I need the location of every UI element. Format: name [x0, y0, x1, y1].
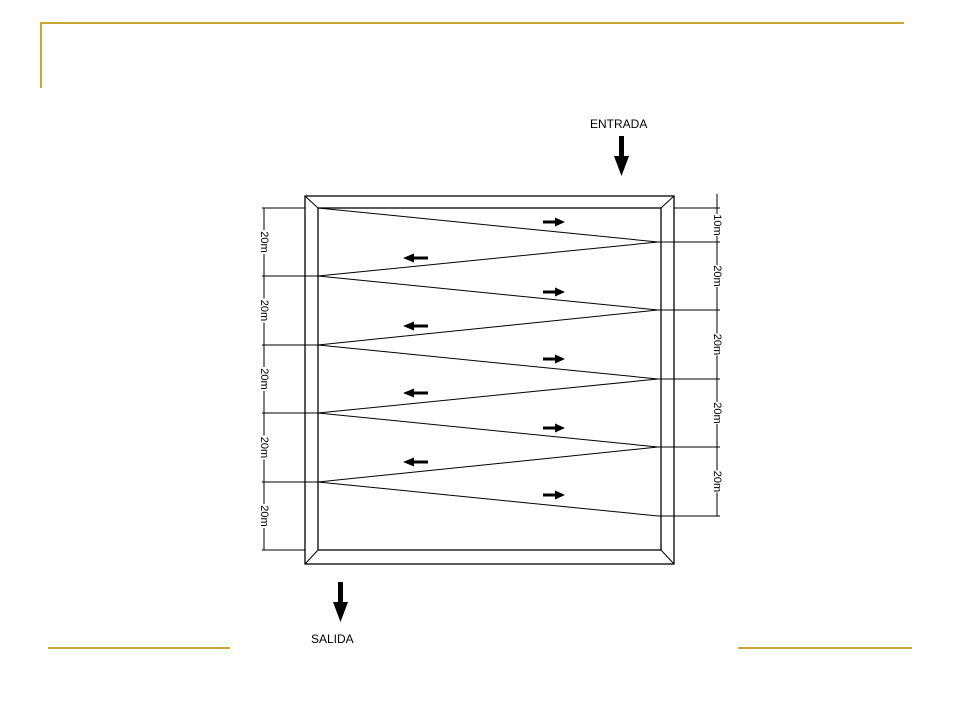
corner-line	[660, 549, 675, 565]
slide-rule-bottom-left	[48, 647, 230, 649]
flow-arrow-icon	[543, 354, 565, 364]
outlet-arrow-icon	[333, 582, 348, 622]
slide-frame-left	[40, 22, 42, 88]
slide-rule-bottom-right	[738, 647, 912, 649]
dimension-label: 20m	[258, 231, 270, 252]
dimension-label: 10m	[711, 214, 723, 235]
dimension-label: 20m	[711, 402, 723, 423]
flow-arrow-icon	[543, 217, 565, 227]
flow-arrow-icon	[403, 457, 428, 467]
flow-arrow-icon	[543, 490, 565, 500]
baffle-line	[317, 344, 659, 380]
left-dimension-chain: 20m 20m 20m 20m 20m	[258, 207, 318, 551]
flow-arrow-icon	[403, 321, 428, 331]
corner-line	[304, 195, 319, 209]
baffle-line	[317, 481, 659, 517]
flow-arrow-icon	[403, 388, 428, 398]
dimension-label: 20m	[711, 471, 723, 492]
dimension-label: 20m	[711, 265, 723, 286]
flow-arrow-icon	[403, 253, 428, 263]
dimension-label: 20m	[258, 505, 270, 526]
baffle-line	[317, 412, 659, 448]
baffle-walls	[317, 207, 659, 517]
dimension-label: 20m	[258, 300, 270, 321]
inlet-arrow-icon	[614, 136, 629, 176]
flow-arrows	[403, 217, 565, 500]
slide-frame-top	[40, 22, 904, 24]
corner-line	[304, 549, 319, 565]
outlet-label: SALIDA	[311, 632, 354, 646]
corner-line	[660, 195, 675, 209]
baffle-line	[317, 275, 659, 311]
right-dimension-chain: 10m 20m 20m 20m 20m	[658, 194, 723, 517]
inlet-label: ENTRADA	[590, 117, 647, 131]
flow-arrow-icon	[543, 287, 565, 297]
baffle-line	[317, 207, 659, 243]
dimension-label: 20m	[711, 334, 723, 355]
tank-outer-wall	[304, 195, 675, 565]
flow-arrow-icon	[543, 423, 565, 433]
baffle-line	[317, 241, 659, 277]
baffle-line	[317, 446, 659, 483]
dimension-label: 20m	[258, 368, 270, 389]
baffle-line	[317, 378, 659, 414]
baffle-line	[317, 309, 659, 346]
dimension-label: 20m	[258, 437, 270, 458]
